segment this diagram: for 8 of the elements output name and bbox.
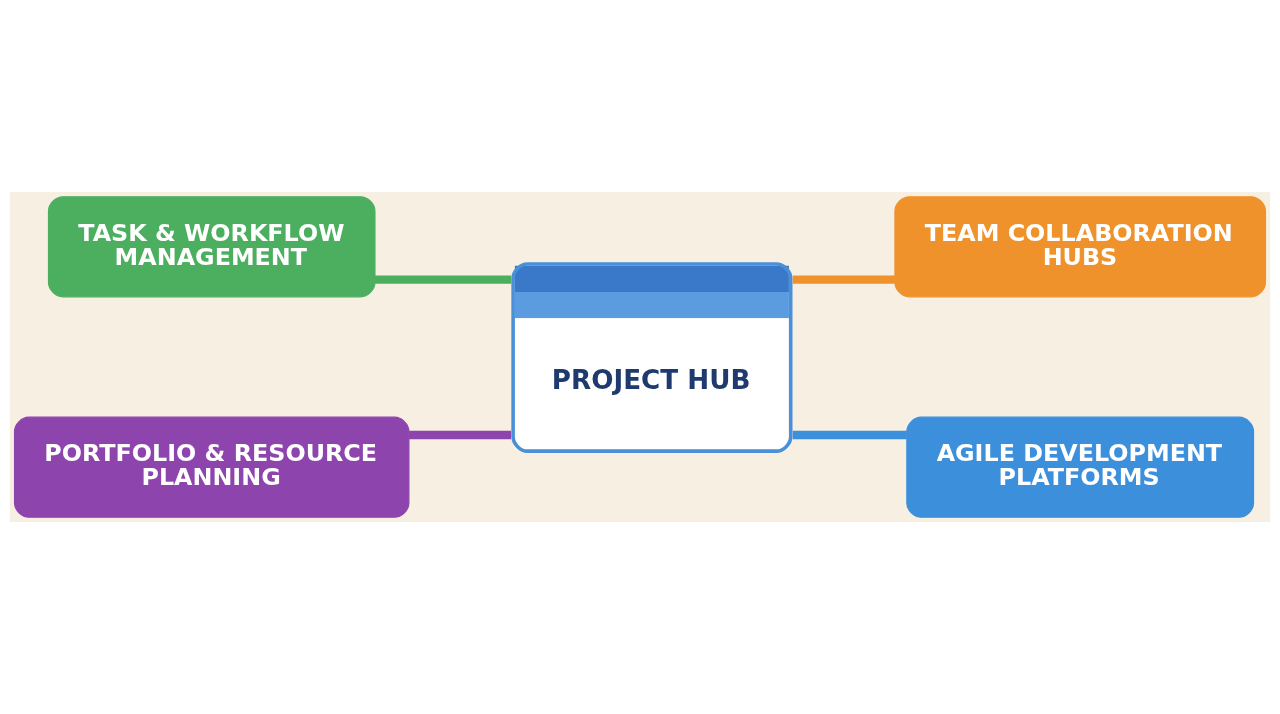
connector [792, 430, 907, 440]
node-box: TEAM COLLABORATION HUBS [894, 196, 1267, 298]
node-box: PORTFOLIO & RESOURCE PLANNING [13, 416, 410, 518]
connector [792, 275, 895, 284]
connector [408, 430, 512, 440]
connector [375, 275, 512, 284]
node-box: AGILE DEVELOPMENT PLATFORMS [906, 416, 1255, 518]
node-box: TASK & WORKFLOW MANAGEMENT [47, 196, 376, 298]
